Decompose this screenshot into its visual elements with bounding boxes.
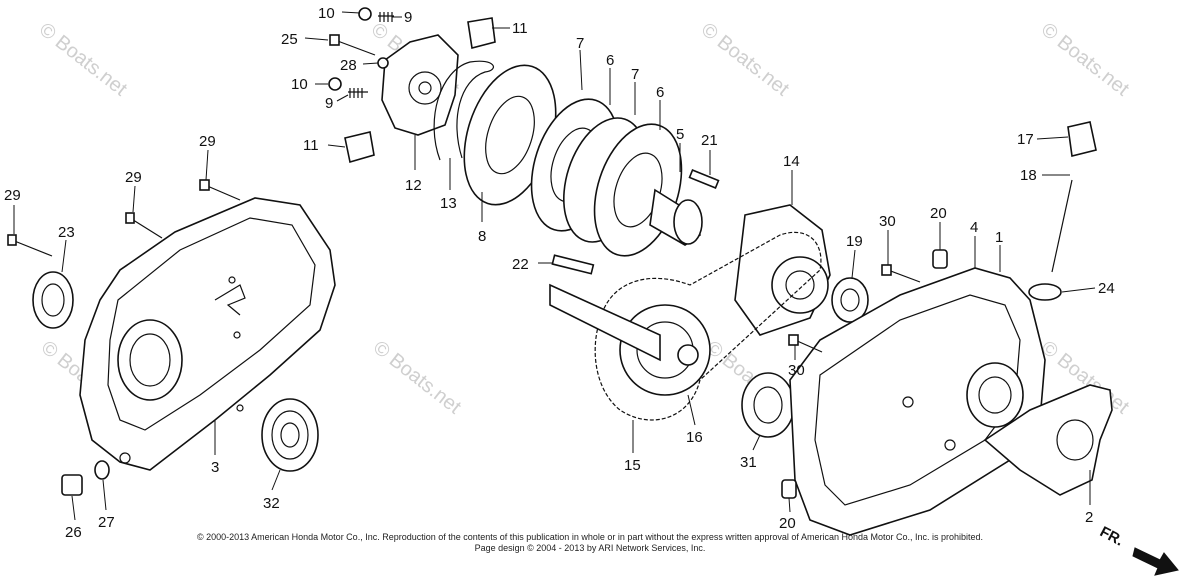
callout-label: 14 <box>783 153 800 170</box>
page-design-credit: Page design © 2004 - 2013 by ARI Network… <box>474 543 706 553</box>
callout-label: 24 <box>1098 280 1115 297</box>
watermark: © Boats.net <box>35 19 131 101</box>
callout-label: 4 <box>970 219 978 236</box>
callout-label: 11 <box>512 20 528 37</box>
callout-label: 9 <box>325 95 333 112</box>
callout-label: 15 <box>624 457 641 474</box>
left-case-cover <box>79 197 336 471</box>
callout-label: 29 <box>199 133 216 150</box>
callout-label: 10 <box>291 76 308 93</box>
drive-drum <box>734 204 831 336</box>
callout-label: 29 <box>125 169 142 186</box>
clutch-hub <box>551 169 720 275</box>
oil-dipstick <box>1028 121 1097 301</box>
callout-label: 26 <box>65 524 82 541</box>
callout-label: 28 <box>340 57 357 74</box>
callout-label: 21 <box>701 132 718 149</box>
callout-label: 29 <box>4 187 21 204</box>
leader-lines <box>13 11 1096 521</box>
callout-label: 3 <box>211 459 219 476</box>
bearing <box>261 398 319 472</box>
callout-label: 1 <box>995 229 1003 246</box>
callout-label: 16 <box>686 429 703 446</box>
callout-label: 7 <box>576 35 584 52</box>
callout-label: 10 <box>318 5 335 22</box>
drain-bolt <box>61 460 110 496</box>
chain-and-sprocket <box>549 231 822 421</box>
callout-label: 27 <box>98 514 115 531</box>
copyright-notice: © 2000-2013 American Honda Motor Co., In… <box>196 532 984 542</box>
callout-label: 6 <box>606 52 614 69</box>
callout-label: 9 <box>404 9 412 26</box>
retaining-ring <box>433 60 495 161</box>
callout-label: 12 <box>405 177 422 194</box>
side-gasket <box>983 384 1113 496</box>
callout-label: 13 <box>440 195 457 212</box>
callout-label: 7 <box>631 66 639 83</box>
oil-seal <box>831 277 869 323</box>
callout-label: 5 <box>676 126 684 143</box>
callout-label: 30 <box>788 362 805 379</box>
callout-label: 2 <box>1085 509 1093 526</box>
callout-label: 31 <box>740 454 757 471</box>
watermark: © Boats.net <box>697 19 793 101</box>
watermark: © Boats.net <box>369 337 465 419</box>
callout-label: 6 <box>656 84 664 101</box>
callout-label: 20 <box>779 515 796 532</box>
bearing <box>741 372 795 438</box>
callout-label: 32 <box>263 495 280 512</box>
callout-label: 22 <box>512 256 529 273</box>
callout-label: 20 <box>930 205 947 222</box>
callout-label: 30 <box>879 213 896 230</box>
callout-label: 25 <box>281 31 298 48</box>
callout-label: 11 <box>303 137 319 154</box>
oil-seal <box>32 271 74 329</box>
arrow-icon <box>1132 547 1179 576</box>
watermark: © Boats.net <box>1037 19 1133 101</box>
callout-label: 18 <box>1020 167 1037 184</box>
bolts-29 <box>7 179 241 257</box>
callout-labels: 10 9 11 25 28 10 9 11 12 13 8 7 6 7 6 5 … <box>4 5 1115 541</box>
right-crankcase <box>789 267 1046 536</box>
callout-label: 8 <box>478 228 486 245</box>
callout-label: 17 <box>1017 131 1034 148</box>
clutch-drive-plate <box>344 17 496 164</box>
callout-label: 23 <box>58 224 75 241</box>
callout-label: 19 <box>846 233 863 250</box>
